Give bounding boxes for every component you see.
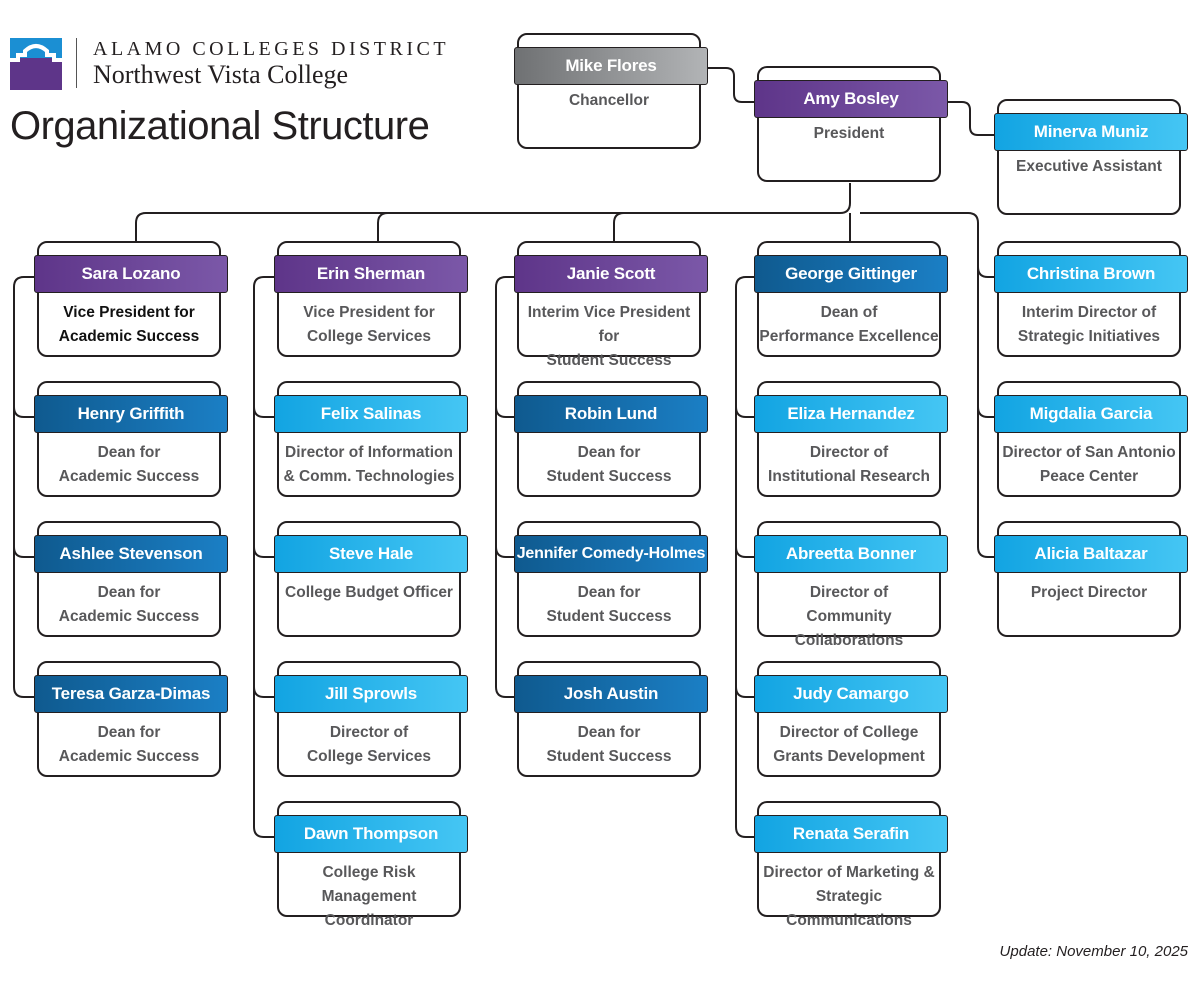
card-role: Dean for Student Success <box>546 584 672 625</box>
district-name: ALAMO COLLEGES DISTRICT <box>93 38 450 60</box>
card-name: Dawn Thompson <box>274 815 468 853</box>
card-role: Director of Community Collaborations <box>794 584 904 649</box>
card-name: Erin Sherman <box>274 255 468 293</box>
card-name: Josh Austin <box>514 675 708 713</box>
org-card-project-director: Alicia Baltazar Project Director <box>994 521 1188 639</box>
card-role: College Risk Management Coordinator <box>321 864 417 929</box>
org-card-academic-dean-3: Teresa Garza-Dimas Dean for Academic Suc… <box>34 661 228 779</box>
card-name: Sara Lozano <box>34 255 228 293</box>
org-card-services-risk: Dawn Thompson College Risk Management Co… <box>274 801 468 929</box>
card-role: Director of Information & Comm. Technolo… <box>283 444 455 485</box>
card-name: Robin Lund <box>514 395 708 433</box>
org-card-performance-dean: George Gittinger Dean of Performance Exc… <box>754 241 948 359</box>
org-card-performance-director-4: Renata Serafin Director of Marketing & S… <box>754 801 948 929</box>
org-card-services-budget: Steve Hale College Budget Officer <box>274 521 468 639</box>
card-name: Eliza Hernandez <box>754 395 948 433</box>
card-name: Jill Sprowls <box>274 675 468 713</box>
card-role: Director of College Services <box>306 724 432 765</box>
org-card-academic-dean-2: Ashlee Stevenson Dean for Academic Succe… <box>34 521 228 639</box>
update-date: Update: November 10, 2025 <box>999 943 1188 960</box>
card-name: Migdalia Garcia <box>994 395 1188 433</box>
card-name: George Gittinger <box>754 255 948 293</box>
card-role: Executive Assistant <box>1016 158 1162 175</box>
org-card-student-dean-1: Robin Lund Dean for Student Success <box>514 381 708 499</box>
card-role: Dean for Academic Success <box>58 444 200 485</box>
org-card-strategic-initiatives: Christina Brown Interim Director of Stra… <box>994 241 1188 359</box>
card-name: Henry Griffith <box>34 395 228 433</box>
card-role: Director of San Antonio Peace Center <box>1002 444 1176 485</box>
card-name: Felix Salinas <box>274 395 468 433</box>
org-card-peace-center: Migdalia Garcia Director of San Antonio … <box>994 381 1188 499</box>
org-card-student-vp: Janie Scott Interim Vice President for S… <box>514 241 708 369</box>
card-name: Mike Flores <box>514 47 708 85</box>
page-title: Organizational Structure <box>10 104 430 148</box>
card-role: Interim Vice President for Student Succe… <box>527 304 691 369</box>
org-card-student-dean-3: Josh Austin Dean for Student Success <box>514 661 708 779</box>
card-role: President <box>813 125 885 142</box>
card-role: Vice President for College Services <box>303 304 435 345</box>
card-role: Interim Director of Strategic Initiative… <box>1017 304 1161 345</box>
org-card-chancellor: Mike Flores Chancellor <box>514 33 708 151</box>
org-card-performance-director-1: Eliza Hernandez Director of Institutiona… <box>754 381 948 499</box>
card-name: Janie Scott <box>514 255 708 293</box>
logo-divider <box>76 38 77 88</box>
org-card-student-dean-2: Jennifer Comedy-Holmes Dean for Student … <box>514 521 708 639</box>
card-name: Steve Hale <box>274 535 468 573</box>
org-card-academic-vp: Sara Lozano Vice President for Academic … <box>34 241 228 359</box>
card-name: Teresa Garza-Dimas <box>34 675 228 713</box>
college-name: Northwest Vista College <box>93 60 349 89</box>
card-role: Director of Marketing & Strategic Commun… <box>763 864 935 929</box>
card-role: College Budget Officer <box>285 584 453 601</box>
card-name: Ashlee Stevenson <box>34 535 228 573</box>
org-card-executive-assistant: Minerva Muniz Executive Assistant <box>994 99 1188 217</box>
org-card-president: Amy Bosley President <box>754 66 948 184</box>
card-role: Director of Institutional Research <box>768 444 930 485</box>
card-name: Amy Bosley <box>754 80 948 118</box>
org-card-performance-director-3: Judy Camargo Director of College Grants … <box>754 661 948 779</box>
org-card-services-vp: Erin Sherman Vice President for College … <box>274 241 468 359</box>
card-role: Vice President for Academic Success <box>58 304 200 345</box>
card-name: Christina Brown <box>994 255 1188 293</box>
card-role: Dean for Student Success <box>546 444 672 485</box>
org-card-performance-director-2: Abreetta Bonner Director of Community Co… <box>754 521 948 649</box>
alamo-logo-icon <box>10 38 62 90</box>
card-role: Dean for Academic Success <box>58 724 200 765</box>
card-role: Dean for Academic Success <box>58 584 200 625</box>
org-card-services-director-2: Jill Sprowls Director of College Service… <box>274 661 468 779</box>
card-name: Minerva Muniz <box>994 113 1188 151</box>
org-card-services-director-1: Felix Salinas Director of Information & … <box>274 381 468 499</box>
card-name: Jennifer Comedy-Holmes <box>514 535 708 573</box>
card-role: Chancellor <box>568 92 650 109</box>
org-card-academic-dean-1: Henry Griffith Dean for Academic Success <box>34 381 228 499</box>
card-role: Dean for Student Success <box>546 724 672 765</box>
card-name: Alicia Baltazar <box>994 535 1188 573</box>
card-name: Renata Serafin <box>754 815 948 853</box>
card-name: Abreetta Bonner <box>754 535 948 573</box>
card-role: Director of College Grants Development <box>773 724 925 765</box>
card-name: Judy Camargo <box>754 675 948 713</box>
card-role: Dean of Performance Excellence <box>759 304 939 345</box>
card-role: Project Director <box>1030 584 1148 601</box>
